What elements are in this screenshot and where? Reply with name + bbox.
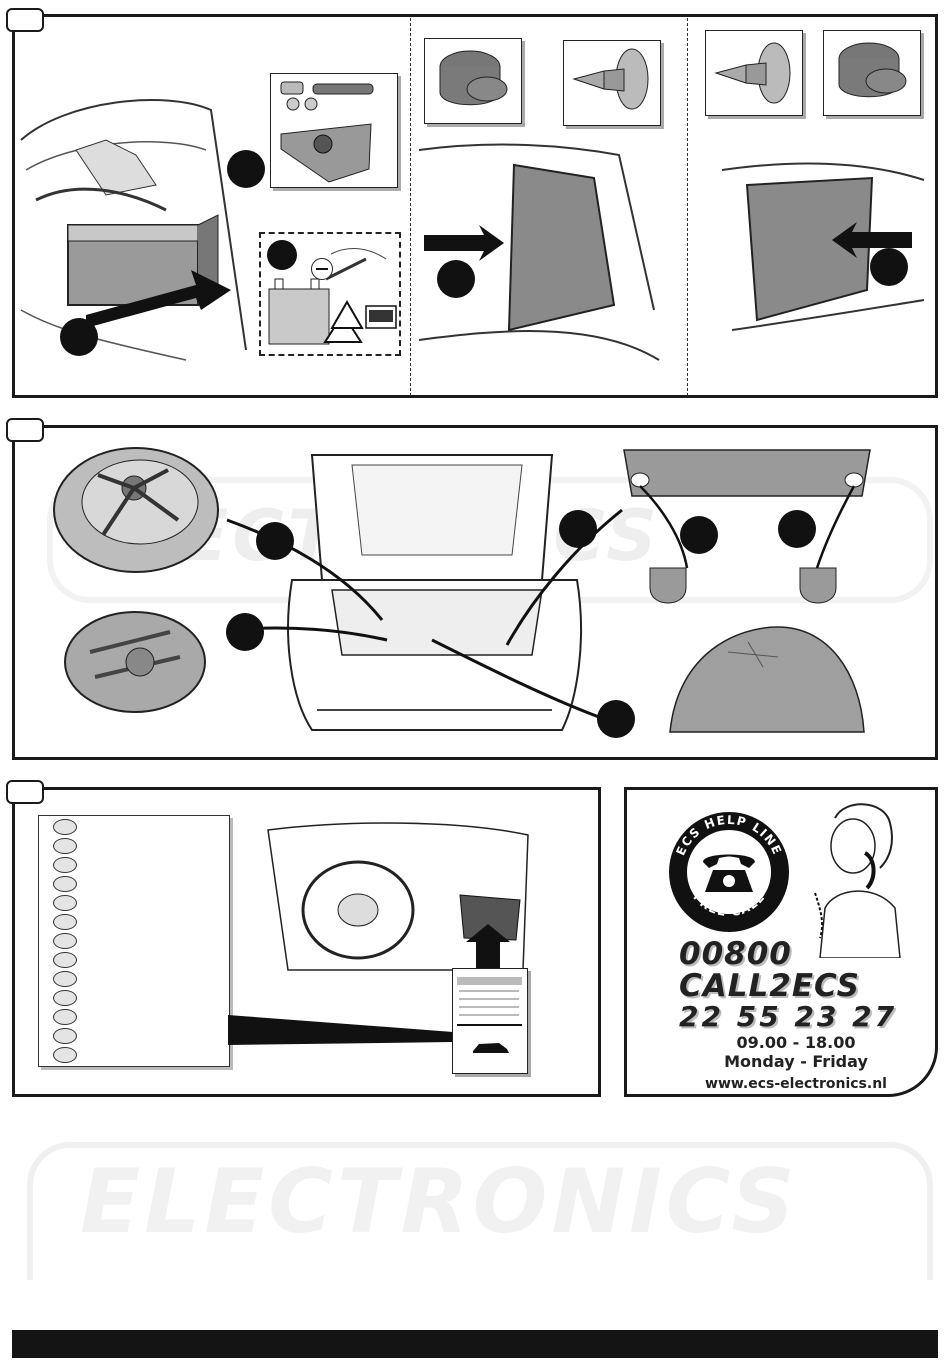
legend-oval [53,876,77,892]
warning-triangle-icon [330,300,364,330]
step-badge [267,240,297,270]
helpline-call-word: CALL2ECS [679,968,950,1004]
legend-oval [53,971,77,987]
legend-oval [53,819,77,835]
car-rear-open-trunk-illustration [222,440,642,750]
legend-oval [53,1028,77,1044]
helpline-number: 22 55 23 27 [679,1000,950,1033]
legend-oval [53,1047,77,1063]
clip-rivet-thumbnail [705,30,803,116]
legend-oval [53,914,77,930]
operator-illustration [795,798,907,958]
step-badge [226,613,264,651]
trunk-cover-illustration [668,622,866,742]
legend-oval [53,895,77,911]
panel-divider [687,18,688,396]
helpline-hours: 09.00 - 18.00 [655,1033,937,1052]
footer-bar [12,1330,938,1358]
legend-oval [53,838,77,854]
step-tab-1 [6,8,44,32]
step-badge [870,248,908,286]
clip-rivet-thumbnail [563,40,661,126]
legend-oval [53,857,77,873]
step-tab-3 [6,780,44,804]
helpline-seal: ECS HELP LINE FREE CALL [667,810,791,934]
wiring-manual-sheet [452,968,528,1074]
rear-bumper-panel-illustration [622,448,872,618]
helpline-panel: ECS HELP LINE FREE CALL 00800 CALL2ECS 2… [624,787,938,1097]
step-badge [559,510,597,548]
step-badge [437,260,475,298]
minus-sign-icon [311,258,333,280]
legend-oval [53,952,77,968]
panel-divider [410,18,411,396]
step-tab-2 [6,418,44,442]
step-badge [227,150,265,188]
tool-tray-illustration [60,607,210,717]
helpline-prefix: 00800 [679,936,950,972]
spare-wheel-illustration [48,440,228,580]
clip-plug-thumbnail [424,38,522,124]
step-badge [597,700,635,738]
tools-inset [270,73,398,188]
legend-oval [53,990,77,1006]
watermark-electronics-text: ELECTRONICS [80,1150,799,1253]
telephone-icon [699,850,759,896]
parts-legend-list [38,815,230,1067]
clip-plug-thumbnail [823,30,921,116]
car-icon [471,1039,511,1057]
step-badge [256,522,294,560]
legend-oval [53,933,77,949]
legend-oval [53,1009,77,1025]
helpline-days: Monday - Friday [655,1052,937,1071]
step-badge [60,318,98,356]
engine-bay-illustration [16,80,266,380]
helpline-website-link[interactable]: www.ecs-electronics.nl [655,1076,937,1092]
